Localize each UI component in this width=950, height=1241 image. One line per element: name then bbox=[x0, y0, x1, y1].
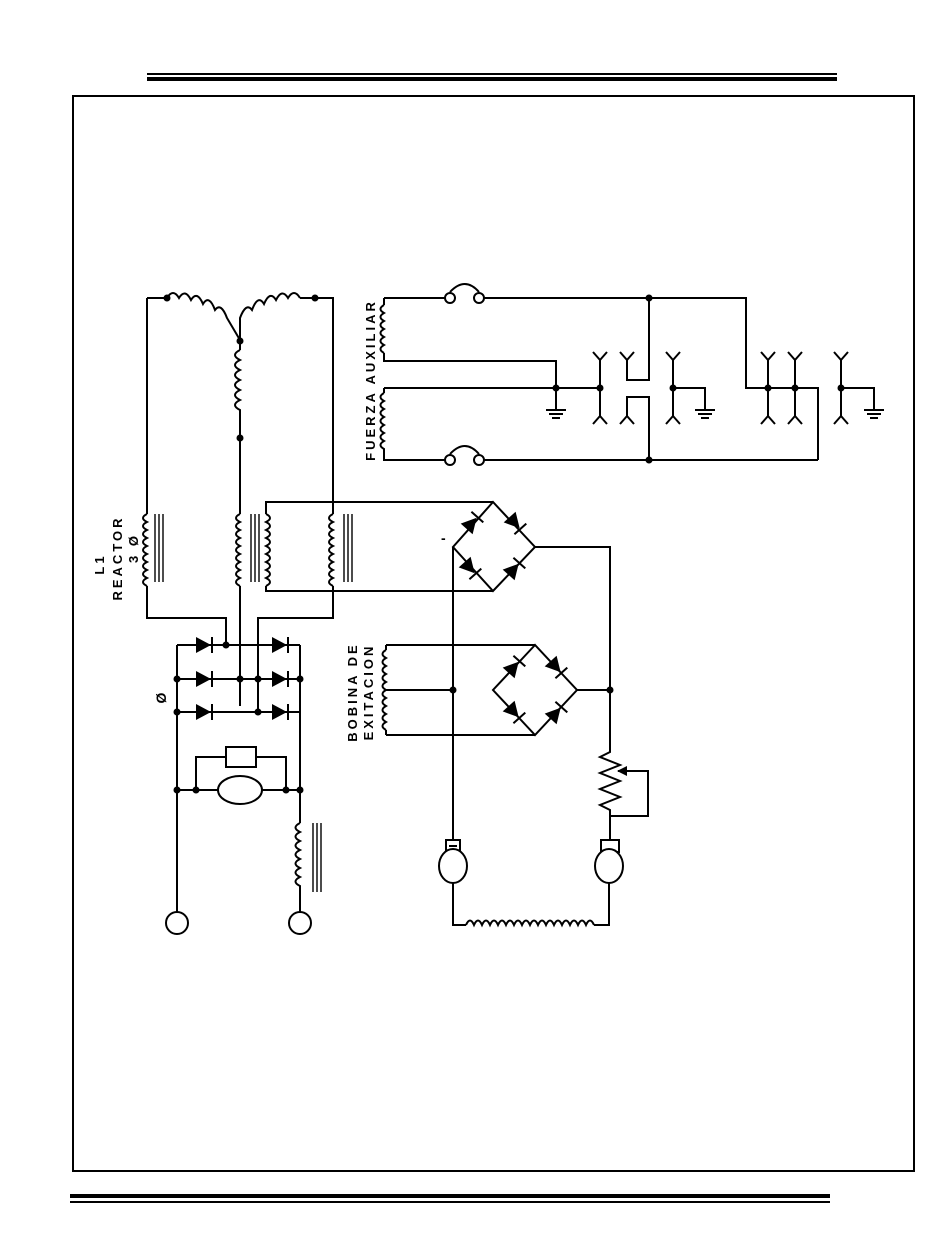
auxiliary-power bbox=[381, 284, 885, 465]
main-wye-winding bbox=[147, 293, 333, 514]
diode bbox=[272, 704, 288, 720]
aux-power-label: FUERZA AUXILIAR bbox=[363, 299, 378, 461]
field-bridge-bottom bbox=[493, 645, 614, 735]
diode bbox=[196, 704, 212, 720]
diode bbox=[272, 671, 288, 687]
brush-right bbox=[595, 840, 623, 883]
footer-rule bbox=[70, 1196, 830, 1202]
excitation-label-line2: EXITACION bbox=[361, 644, 376, 741]
series-field-coil bbox=[453, 883, 609, 925]
rheostat bbox=[600, 722, 648, 840]
excitation-coil bbox=[383, 645, 536, 735]
output-terminal-left bbox=[166, 912, 188, 934]
output-choke bbox=[296, 790, 322, 912]
diode bbox=[196, 637, 212, 653]
field-bridge-top bbox=[453, 502, 610, 840]
page-frame bbox=[73, 96, 914, 1171]
phase-symbol: Ø bbox=[153, 692, 169, 703]
diode bbox=[272, 637, 288, 653]
reactor-phase-label: 3 Ø bbox=[126, 533, 141, 563]
suppressor-network bbox=[174, 747, 304, 804]
reactor-l1-label: L1 bbox=[92, 553, 107, 574]
excitation-label-line1: BOBINA DE bbox=[345, 642, 360, 741]
output-terminal-right bbox=[289, 912, 311, 934]
header-rule bbox=[147, 74, 837, 79]
minus-sign: - bbox=[441, 530, 446, 546]
brush-left bbox=[439, 840, 467, 883]
diode bbox=[196, 671, 212, 687]
reactor-name-label: REACTOR bbox=[110, 515, 125, 600]
